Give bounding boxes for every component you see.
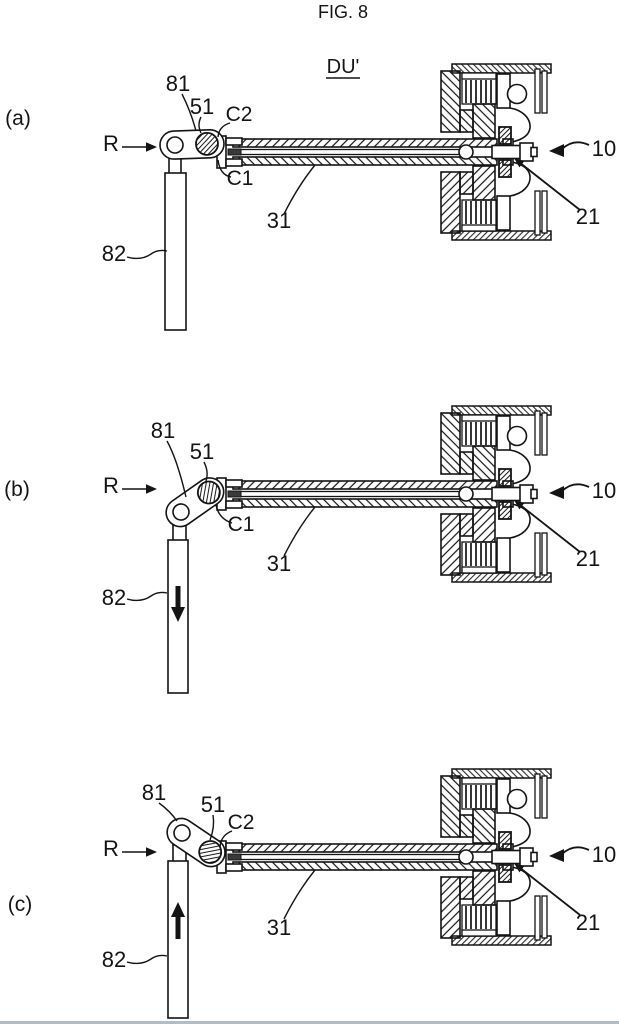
crank-arm-81 xyxy=(165,477,225,528)
leader-81 xyxy=(166,440,187,498)
ref-label-21-b: 21 xyxy=(576,546,600,571)
lever-assembly-b xyxy=(165,477,225,694)
subfig-tag-a: (a) xyxy=(5,107,31,130)
subfigure-c: (c) 81 51 C2 R 82 31 10 21 xyxy=(8,769,616,1019)
r-arrow-c xyxy=(121,846,158,858)
ref-label-21-a: 21 xyxy=(576,204,600,229)
rod-motion-arrowhead-down xyxy=(171,607,185,622)
window-bottom-edge xyxy=(0,1021,619,1024)
leader-c2 xyxy=(217,122,231,138)
lever-assembly-a xyxy=(159,128,225,331)
ref-label-82-c: 82 xyxy=(102,947,126,972)
ref-label-51-b: 51 xyxy=(190,439,214,464)
ref-label-c2-a: C2 xyxy=(226,103,253,126)
ref-label-r-b: R xyxy=(103,473,119,498)
leader-c2 xyxy=(219,830,233,848)
ref-label-51-c: 51 xyxy=(201,792,225,817)
ref-label-c2-c: C2 xyxy=(228,811,255,834)
ref-label-r-a: R xyxy=(103,131,119,156)
pivot-hole xyxy=(166,136,184,154)
cam-51 xyxy=(195,131,219,156)
leader-51 xyxy=(209,814,215,841)
designation-label: DU' xyxy=(327,56,360,78)
ref-label-31-b: 31 xyxy=(267,551,291,576)
pivot-hole xyxy=(172,503,190,521)
r-arrow-a xyxy=(121,141,158,153)
ref-label-81-c: 81 xyxy=(142,780,166,805)
r-arrow-b xyxy=(121,483,158,495)
leader-c1 xyxy=(215,504,233,524)
push-rod-82 xyxy=(164,172,187,331)
lever-assembly-c xyxy=(166,817,226,1019)
leader-51 xyxy=(198,116,202,134)
ref-label-10-b: 10 xyxy=(592,478,616,503)
subfigure-b: (b) 81 51 C1 R 82 31 10 21 xyxy=(4,406,616,694)
ref-label-10-c: 10 xyxy=(592,842,616,867)
ref-label-82-b: 82 xyxy=(102,585,126,610)
leader-51 xyxy=(203,461,208,482)
ref-label-82-a: 82 xyxy=(102,241,126,266)
ref-label-31-c: 31 xyxy=(267,915,291,940)
subfig-tag-b: (b) xyxy=(4,478,30,501)
figure-title: FIG. 8 xyxy=(318,2,368,22)
ref-label-31-a: 31 xyxy=(267,208,291,233)
leader-81 xyxy=(158,802,178,822)
ref-label-21-c: 21 xyxy=(576,910,600,935)
subfig-tag-c: (c) xyxy=(8,893,33,916)
cam-51 xyxy=(196,480,221,505)
push-rod-82 xyxy=(167,860,189,1019)
subfigure-a: (a) 81 51 C2 C1 R 82 31 10 21 xyxy=(5,64,616,331)
ref-label-81-a: 81 xyxy=(166,71,190,96)
leader-c1 xyxy=(217,159,232,178)
ref-label-c1-a: C1 xyxy=(227,167,254,190)
ref-label-r-c: R xyxy=(103,836,119,861)
ref-label-c1-b: C1 xyxy=(228,513,255,536)
ref-label-81-b: 81 xyxy=(151,418,175,443)
pivot-hole xyxy=(173,824,191,842)
ref-label-51-a: 51 xyxy=(190,94,214,119)
leader-81 xyxy=(181,93,197,132)
ref-label-10-a: 10 xyxy=(592,136,616,161)
rod-motion-arrowhead-up xyxy=(171,902,185,917)
cam-51 xyxy=(198,840,223,864)
